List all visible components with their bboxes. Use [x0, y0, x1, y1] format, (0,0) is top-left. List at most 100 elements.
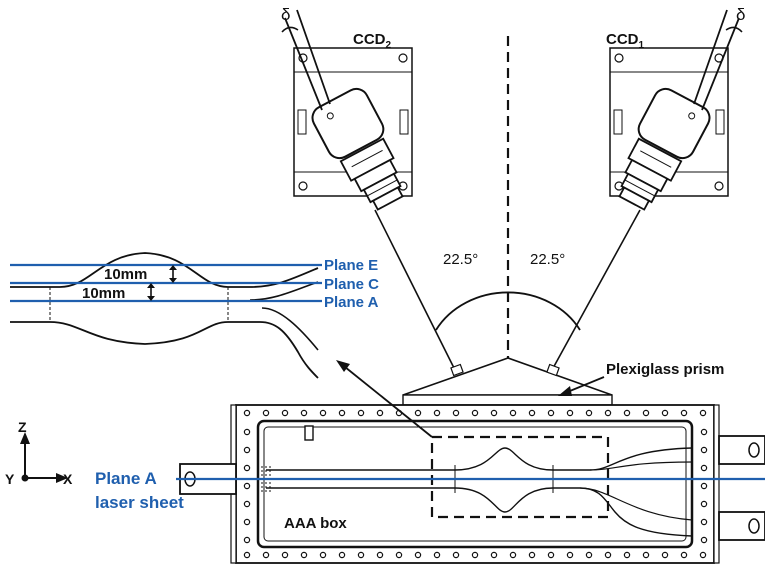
dim-label-upper: 10mm — [104, 266, 147, 283]
delta-label-right: δ — [736, 5, 745, 24]
bolt — [243, 464, 251, 472]
box-tab — [304, 425, 314, 441]
bolt — [262, 551, 270, 559]
scheimpflug-right — [693, 9, 743, 111]
bolt — [243, 518, 251, 526]
bolt — [509, 409, 517, 417]
aaa-vessel-model — [261, 447, 693, 537]
bolt — [319, 551, 327, 559]
bolt — [281, 409, 289, 417]
bolt — [243, 536, 251, 544]
bolt — [490, 409, 498, 417]
inset-vessel — [10, 252, 319, 379]
bolt — [243, 428, 251, 436]
bolt — [623, 409, 631, 417]
aaa-box-label: AAA box — [284, 515, 347, 532]
bolt — [623, 551, 631, 559]
bolt — [642, 551, 650, 559]
bolt — [528, 409, 536, 417]
bolt — [700, 518, 708, 526]
ccd2-camera — [293, 47, 413, 211]
bolt — [680, 409, 688, 417]
bolt — [433, 551, 441, 559]
bolt — [414, 409, 422, 417]
plane-e-label: Plane E — [324, 257, 378, 274]
delta-label-left: δ — [281, 5, 290, 24]
bolt — [414, 551, 422, 559]
bolt — [357, 409, 365, 417]
bolt — [642, 409, 650, 417]
bolt — [661, 551, 669, 559]
bolt — [585, 409, 593, 417]
bolt — [661, 409, 669, 417]
laser-sheet-label-line1: Plane A — [95, 469, 157, 488]
bolt — [566, 551, 574, 559]
ccd1-camera — [609, 47, 729, 211]
bolt — [433, 409, 441, 417]
bolt — [566, 409, 574, 417]
plane-c-label: Plane C — [324, 276, 379, 293]
view-line-ccd2 — [374, 209, 456, 371]
bolt — [547, 409, 555, 417]
bolt — [699, 551, 707, 559]
bolt — [699, 409, 707, 417]
outlet-fitting-upper — [718, 435, 765, 465]
bolt — [680, 551, 688, 559]
bolt — [300, 409, 308, 417]
bolt — [585, 551, 593, 559]
roi-dashed-box — [430, 435, 610, 519]
bolt — [700, 464, 708, 472]
bolt — [509, 551, 517, 559]
ccd1-label: CCD1 — [606, 31, 645, 51]
bolt — [243, 551, 251, 559]
bolt — [338, 551, 346, 559]
view-line-ccd1 — [551, 209, 641, 371]
bolt — [471, 409, 479, 417]
bolt — [243, 409, 251, 417]
bolt — [452, 409, 460, 417]
bolt — [700, 500, 708, 508]
bolt — [700, 482, 708, 490]
bolt — [376, 551, 384, 559]
bolt — [700, 428, 708, 436]
aaa-box — [230, 404, 720, 564]
bolt — [471, 551, 479, 559]
bolt — [262, 409, 270, 417]
bolt — [300, 551, 308, 559]
bolt — [395, 551, 403, 559]
bolt — [547, 551, 555, 559]
bolt — [604, 409, 612, 417]
bolt — [243, 500, 251, 508]
dim-arrow-upper — [169, 265, 177, 283]
bolt — [452, 551, 460, 559]
bolt — [338, 409, 346, 417]
dim-label-lower: 10mm — [82, 285, 125, 302]
bolt — [357, 551, 365, 559]
laser-sheet-label-line2: laser sheet — [95, 493, 184, 512]
outlet-fitting-lower — [718, 511, 765, 541]
bolt — [490, 551, 498, 559]
prism-label: Plexiglass prism — [606, 361, 724, 378]
angle-label-right: 22.5° — [530, 251, 565, 268]
bolt — [281, 551, 289, 559]
bolt — [604, 551, 612, 559]
axis-z-label: Z — [18, 419, 27, 435]
bolt — [700, 446, 708, 454]
zoom-arrow — [336, 360, 433, 438]
bolt — [376, 409, 384, 417]
bolt — [528, 551, 536, 559]
bolt — [243, 446, 251, 454]
bolt — [319, 409, 327, 417]
ccd2-label: CCD2 — [353, 31, 392, 51]
axis-indicator — [20, 432, 68, 483]
angle-label-left: 22.5° — [443, 251, 478, 268]
angle-arc — [435, 291, 581, 331]
scheimpflug-left — [281, 9, 331, 111]
plexiglass-prism — [402, 357, 613, 406]
bolt — [243, 482, 251, 490]
axis-y-label: Y — [5, 471, 15, 487]
box-bolts — [243, 409, 708, 559]
dim-arrow-lower — [147, 283, 155, 301]
bolt — [700, 536, 708, 544]
